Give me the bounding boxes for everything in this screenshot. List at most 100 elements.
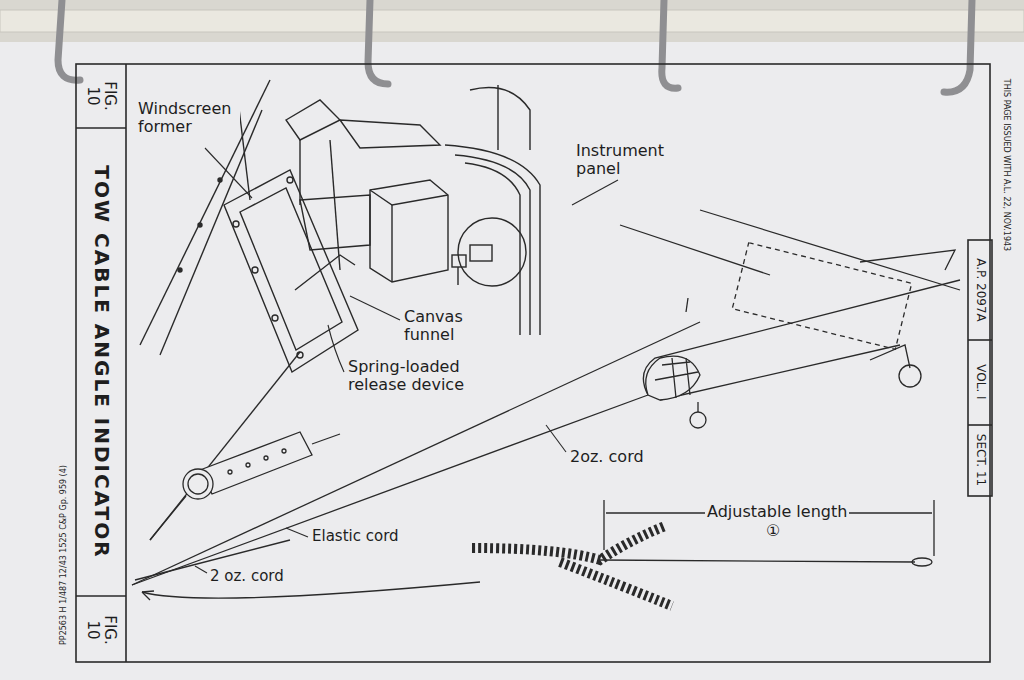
binder-ring xyxy=(944,0,972,92)
tow-cord xyxy=(132,395,648,585)
glider xyxy=(690,412,706,428)
glider xyxy=(686,298,688,312)
volume-ref: VOL. I xyxy=(973,362,987,401)
angle-gauge xyxy=(150,496,186,540)
tow-cord xyxy=(142,591,154,600)
indicator-box xyxy=(391,205,392,282)
mounting-bracket xyxy=(287,177,293,183)
windscreen-former xyxy=(160,110,262,355)
page-frame xyxy=(76,595,126,597)
angle-gauge xyxy=(312,434,340,444)
glider xyxy=(697,402,698,412)
binder-ring xyxy=(58,0,972,92)
tow-cord xyxy=(132,322,700,585)
dimension-label: Adjustable length xyxy=(705,503,849,521)
section-ref: SECT. 11 xyxy=(973,432,987,488)
page xyxy=(0,42,1024,680)
mounting-bracket xyxy=(299,140,300,205)
glider xyxy=(655,358,698,398)
part-label: Windscreen former xyxy=(136,100,240,137)
part-label: Instrument panel xyxy=(574,142,678,179)
page-frame xyxy=(76,127,126,129)
figure-title: TOW CABLE ANGLE INDICATOR xyxy=(90,163,113,560)
glider xyxy=(870,345,910,368)
mounting-bracket xyxy=(272,315,278,321)
rope-detail xyxy=(472,526,665,560)
angle-gauge xyxy=(200,432,312,494)
instrument-panel xyxy=(497,85,498,150)
rope-detail xyxy=(472,500,934,606)
glider xyxy=(860,250,955,270)
part-label: Elastic cord xyxy=(310,528,401,545)
binder-ring xyxy=(368,0,388,84)
mounting-bracket xyxy=(224,100,358,372)
rope-detail xyxy=(912,558,932,566)
leader-line xyxy=(572,180,618,205)
issue-note: THIS PAGE ISSUED WITH A.L. 22, NOV.1943 xyxy=(1001,77,1010,253)
mounting-bracket xyxy=(286,100,340,140)
binder-strip xyxy=(0,10,1024,32)
page xyxy=(0,42,1024,680)
figure-number: FIG. 10 xyxy=(84,74,119,118)
glider xyxy=(700,210,960,290)
binder-strip xyxy=(0,0,1024,42)
rope-detail xyxy=(600,560,915,562)
windscreen-former xyxy=(218,178,222,182)
leader-line xyxy=(286,528,308,537)
part-label: 2oz. cord xyxy=(568,448,646,466)
publication-ref: A.P. 2097A xyxy=(973,256,987,324)
tow-cord xyxy=(142,582,480,598)
rope-detail xyxy=(603,500,604,550)
glider xyxy=(620,210,960,428)
mounting-bracket xyxy=(233,221,239,227)
mounting-bracket xyxy=(240,188,342,350)
glider xyxy=(899,365,921,387)
angle-gauge xyxy=(183,469,213,499)
leader-line xyxy=(195,148,618,573)
figure-number: FIG. 10 xyxy=(84,608,119,652)
angle-gauge xyxy=(246,463,250,467)
indicator-box xyxy=(330,140,340,270)
page-frame xyxy=(125,64,127,662)
binder-ring xyxy=(662,0,678,88)
indicator-box xyxy=(340,120,440,148)
leader-line xyxy=(328,325,344,372)
indicator-box xyxy=(295,120,448,290)
rope-detail xyxy=(933,500,934,556)
instrument-panel xyxy=(445,145,540,335)
tow-cord xyxy=(132,322,700,600)
leader-line xyxy=(546,425,566,452)
page-frame xyxy=(968,339,992,341)
indicator-box xyxy=(370,180,448,282)
windscreen-former xyxy=(198,223,202,227)
page-frame xyxy=(968,424,992,426)
leader-line xyxy=(205,148,252,198)
instrument-panel xyxy=(470,88,530,151)
page-frame xyxy=(76,64,992,662)
page-frame xyxy=(76,64,990,662)
page-frame xyxy=(968,240,992,496)
instrument-panel xyxy=(458,218,526,286)
angle-gauge xyxy=(282,449,286,453)
angle-gauge xyxy=(188,474,208,494)
mounting-bracket xyxy=(252,267,258,273)
part-label: Spring-loaded release device xyxy=(346,358,482,395)
angle-gauge xyxy=(150,432,340,540)
leader-line xyxy=(350,296,400,320)
binder-strip xyxy=(0,0,1024,42)
mounting-bracket xyxy=(224,170,358,372)
instrument-panel xyxy=(445,85,540,335)
rope-detail xyxy=(560,562,672,606)
part-label: 2 oz. cord xyxy=(208,568,286,585)
glider xyxy=(620,225,770,275)
windscreen-former xyxy=(178,268,182,272)
angle-gauge xyxy=(264,456,268,460)
instrument-panel xyxy=(452,255,466,267)
part-label: Canvas funnel xyxy=(402,308,486,345)
angle-gauge xyxy=(228,470,232,474)
glider xyxy=(646,356,700,400)
leader-line xyxy=(195,566,207,573)
indicator-box xyxy=(370,190,448,205)
indicator-box xyxy=(295,255,355,290)
callout-number: ① xyxy=(764,522,782,540)
